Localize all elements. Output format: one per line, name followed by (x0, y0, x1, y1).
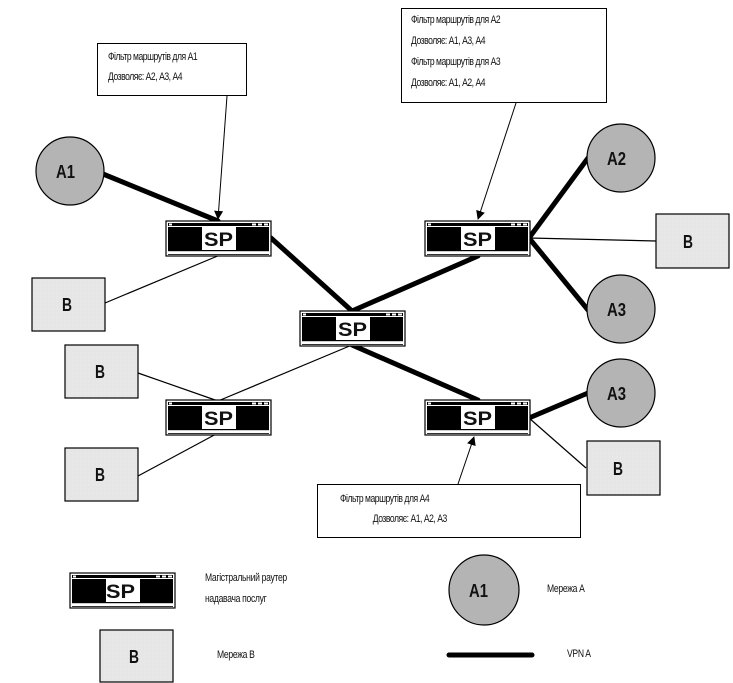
callout-a3-line-2: Дозволяє: А1, А2, А4 (411, 77, 486, 89)
vpn-core-to-r5 (349, 342, 481, 403)
link-r4-to-core (217, 344, 353, 402)
network-b-left-top-label: B (62, 295, 72, 315)
arrow-a4-filter (457, 436, 476, 485)
b-links (104, 237, 657, 477)
router-r5[interactable]: SP (424, 399, 531, 436)
link-b-left-mid-to-r4 (137, 372, 219, 402)
network-a3-top[interactable]: A3 (586, 274, 656, 344)
arrow-a2-a3-filter (476, 102, 517, 220)
router-r4-label: SP (204, 409, 233, 430)
legend-a-icon: A1 (448, 554, 520, 626)
legend-router-icon: SP (69, 572, 176, 609)
network-a3-top-label: A3 (607, 300, 626, 320)
router-r2-label: SP (463, 230, 492, 251)
callout-a4-line-2: Дозволяє: А1, А2, А3 (372, 513, 447, 525)
network-b-right-bottom[interactable]: B (586, 440, 661, 496)
legend-router-label: SP (106, 582, 135, 603)
router-r1[interactable]: SP (165, 220, 272, 257)
vpn-a-links (100, 155, 591, 421)
vpn-r2-to-a2 (526, 155, 591, 241)
callout-a3-line-1: Фільтр маршрутів для А3 (411, 56, 501, 68)
router-core[interactable]: SP (299, 310, 406, 347)
callout-a2-line-1: Фільтр маршрутів для А2 (411, 14, 501, 26)
network-a2[interactable]: A2 (586, 123, 656, 193)
network-b-right-top[interactable]: B (655, 213, 730, 269)
callout-a4-filter: Фільтр маршрутів для А4 Дозволяє: А1, А2… (317, 484, 581, 538)
callout-a1-line-1: Фільтр маршрутів для А1 (108, 51, 198, 63)
legend-a-label: A1 (469, 581, 488, 601)
network-b-left-bottom[interactable]: B (64, 447, 139, 502)
network-a3-bottom[interactable]: A3 (586, 358, 656, 428)
vpn-r2-to-a3 (526, 235, 591, 313)
vpn-a1-to-r1 (100, 171, 221, 224)
arrow-a1-filter (214, 95, 228, 220)
network-b-left-mid[interactable]: B (64, 344, 139, 399)
legend-b-label: B (129, 647, 139, 667)
vpn-core-to-r2 (349, 253, 481, 314)
legend-router-desc-1: Магістральний раутер (205, 572, 287, 584)
network-b-left-bottom-label: B (95, 465, 105, 485)
legend-b-icon: B (99, 629, 174, 683)
link-b-left-top-to-r1 (104, 254, 221, 304)
callout-a2-a3-filter: Фільтр маршрутів для А2 Дозволяє: А1, А3… (401, 8, 607, 103)
router-r1-label: SP (204, 230, 233, 251)
network-a3-bottom-label: A3 (607, 384, 626, 404)
network-a1[interactable]: A1 (35, 136, 105, 206)
callout-a4-line-1: Фільтр маршрутів для А4 (340, 493, 430, 505)
network-b-right-top-label: B (683, 232, 693, 252)
link-b-left-bottom-to-r4 (137, 432, 219, 477)
callout-a1-filter: Фільтр маршрутів для А1 Дозволяє: А2, А3… (97, 43, 247, 96)
vpn-r1-to-core (268, 235, 355, 314)
callout-arrows (214, 95, 517, 485)
network-b-left-mid-label: B (95, 362, 105, 382)
legend-b-desc: Мережа В (217, 649, 255, 661)
link-r5-to-b-right (528, 417, 587, 469)
legend-a-desc: Мережа А (547, 583, 585, 595)
network-b-left-top[interactable]: B (31, 277, 106, 332)
network-a1-label: A1 (56, 162, 75, 182)
network-b-right-bottom-label: B (613, 459, 623, 479)
network-a2-label: A2 (607, 149, 626, 169)
legend-router-desc-2: надавача послуг (205, 593, 267, 605)
router-r5-label: SP (463, 409, 492, 430)
legend-vpn-desc: VPN A (567, 648, 591, 660)
vpn-r5-to-a3 (526, 390, 591, 421)
link-r2-to-b-right (528, 237, 657, 242)
router-core-label: SP (338, 320, 367, 341)
router-r2[interactable]: SP (424, 220, 531, 257)
router-r4[interactable]: SP (165, 399, 272, 436)
callout-a2-line-2: Дозволяє: А1, А3, А4 (411, 35, 486, 47)
callout-a1-line-2: Дозволяє: А2, А3, А4 (108, 71, 183, 83)
